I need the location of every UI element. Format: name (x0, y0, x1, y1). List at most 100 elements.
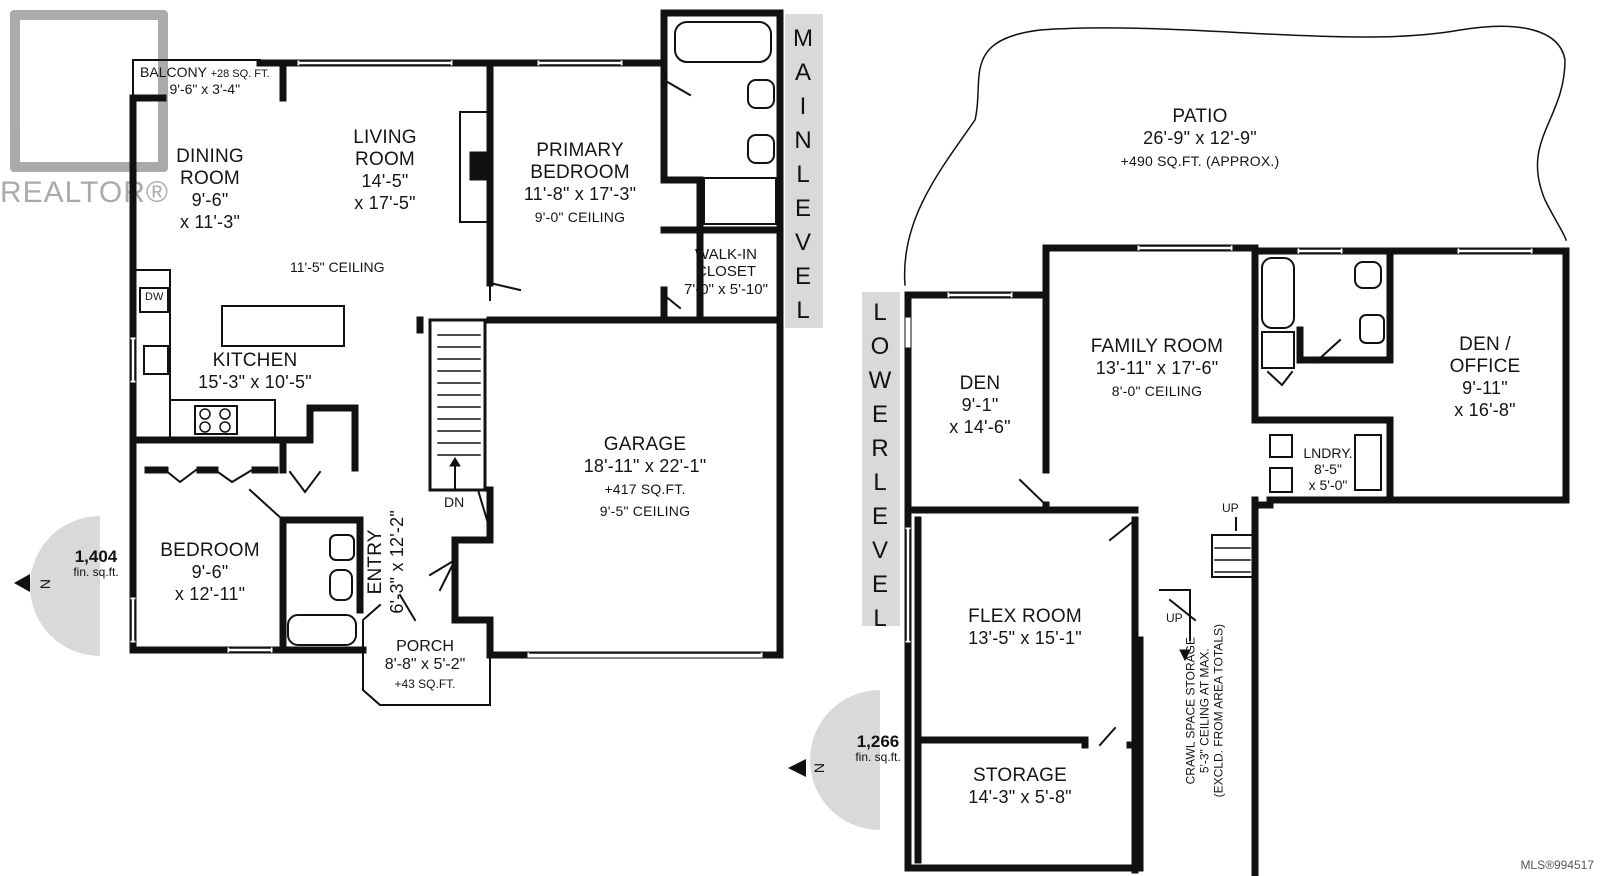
realtor-logo-word: REALTOR® (0, 176, 170, 209)
bedroom-top-wall (129, 404, 359, 474)
bedroom-bath-wall (279, 516, 364, 654)
dishwasher (139, 287, 169, 313)
office-name-1: DEN / (1459, 334, 1511, 355)
dryer (1269, 467, 1293, 493)
primary-ceiling: 9'-0" CEILING (534, 208, 626, 225)
level-letter: V (871, 537, 890, 564)
primary-bedroom-label: PRIMARY BEDROOM 11'-8" x 17'-3" 9'-0" CE… (520, 140, 640, 227)
toilet-main (329, 569, 353, 601)
level-letter: L (796, 161, 812, 188)
level-letter: N (794, 127, 814, 154)
level-letter: V (794, 229, 813, 256)
laundry-dims-1: 8'-5" (1314, 461, 1342, 478)
level-letter: E (871, 571, 890, 598)
entry-dims: 6'-3" x 12'-2" (387, 510, 407, 614)
level-letter: E (794, 195, 813, 222)
realtor-watermark-logo: REALTOR® (0, 10, 190, 210)
dining-dims-1: 9'-6" (191, 189, 229, 210)
lower-vanity (1359, 314, 1385, 344)
main-compass-n: N (37, 578, 54, 590)
entry-label: ENTRY 6'-3" x 12'-2" (365, 497, 409, 627)
bathtub-main (287, 614, 357, 646)
laundry-counter (1354, 434, 1382, 491)
den-office-label: DEN / OFFICE 9'-11" x 16'-8" (1440, 334, 1530, 421)
walkin-closet-label: WALK-IN CLOSET 7'-0" x 5'-10" (676, 246, 776, 298)
mls-number: MLS®994517 (1520, 858, 1594, 872)
porch-dims: 8'-8" x 5'-2" (384, 656, 466, 674)
office-name-2: OFFICE (1449, 355, 1521, 377)
garage-area: +417 SQ.FT. (604, 480, 686, 497)
lower-area-badge: 1,266 fin. sq.ft. (838, 733, 918, 763)
kitchen-sink (143, 345, 169, 375)
den-name: DEN (959, 373, 1001, 394)
flex-room-label: FLEX ROOM 13'-5" x 15'-1" (955, 606, 1095, 650)
kitchen-counter (132, 269, 276, 441)
porch-label: PORCH 8'-8" x 5'-2" +43 SQ.FT. (370, 638, 480, 693)
dishwasher-label: DW (145, 291, 164, 303)
kitchen-label: KITCHEN 15'-3" x 10'-5" (190, 350, 320, 394)
garage-label: GARAGE 18'-11" x 22'-1" +417 SQ.FT. 9'-5… (570, 434, 720, 521)
family-room-label: FAMILY ROOM 13'-11" x 17'-6" 8'-0" CEILI… (1082, 336, 1232, 402)
storage-label: STORAGE 14'-3" x 5'-8" (955, 765, 1085, 809)
stair-down-label: DN (444, 494, 465, 510)
flex-storage-wall (914, 516, 1144, 874)
bedroom-dims-2: x 12'-11" (174, 583, 246, 604)
primary-name-2: BEDROOM (530, 161, 630, 183)
flex-name: FLEX ROOM (968, 606, 1082, 627)
dining-room-label: DINING ROOM 9'-6" x 11'-3" (170, 146, 250, 233)
living-name-1: LIVING (353, 127, 417, 148)
ensuite-shower (703, 177, 777, 225)
balcony-name: BALCONY (140, 64, 207, 80)
bedroom-name: BEDROOM (160, 540, 260, 561)
crawl-space-label: CRAWL SPACE STORAGE 5'-3" CEILING AT MAX… (1183, 616, 1225, 806)
level-letter: I (799, 93, 809, 120)
compass-lower (810, 690, 880, 830)
level-letter: M (793, 25, 815, 52)
crawl-up-label: UP (1166, 611, 1183, 625)
dining-name-2: ROOM (180, 167, 240, 189)
porch-area: +43 SQ.FT. (394, 676, 456, 691)
living-dims-1: 14'-5" (361, 170, 409, 191)
entry-wall (416, 316, 494, 624)
garage-name: GARAGE (603, 434, 687, 455)
walkin-dims: 7'-0" x 5'-10" (684, 280, 768, 298)
primary-dims: 11'-8" x 17'-3" (523, 183, 637, 204)
balcony-label: BALCONY +28 SQ. FT. 9'-6" x 3'-4" (140, 64, 270, 97)
porch-outline (362, 621, 491, 706)
patio-name: PATIO (1172, 106, 1228, 127)
level-letter: L (873, 299, 889, 326)
bedroom-dims-1: 9'-6" (191, 561, 229, 582)
level-letter: L (796, 297, 812, 324)
level-letter: E (794, 263, 813, 290)
porch-name: PORCH (396, 638, 454, 655)
level-letter: R (871, 435, 891, 462)
north-arrow-main (14, 574, 30, 592)
washer (1269, 434, 1293, 458)
kitchen-dims: 15'-3" x 10'-5" (198, 371, 312, 392)
ensuite-sink-2 (747, 134, 775, 164)
living-ceiling: 11'-5" CEILING (290, 259, 385, 275)
stair-up-label: UP (1222, 501, 1239, 515)
lower-tub (1261, 257, 1295, 329)
den-dims-2: x 14'-6" (949, 416, 1011, 437)
vanity-main (329, 534, 355, 561)
den-dims-1: 9'-1" (961, 394, 999, 415)
lower-toilet (1354, 261, 1382, 289)
bedroom-label: BEDROOM 9'-6" x 12'-11" (160, 540, 260, 606)
flex-dims: 13'-5" x 15'-1" (968, 627, 1082, 648)
family-dims: 13'-11" x 17'-6" (1095, 357, 1219, 378)
lower-level-label: L O W E R L E V E L (862, 292, 900, 632)
office-dims-1: 9'-11" (1462, 377, 1508, 398)
dining-dims-2: x 11'-3" (179, 211, 241, 232)
main-area-badge: 1,404 fin. sq.ft. (56, 548, 136, 578)
family-ceiling: 8'-0" CEILING (1111, 382, 1203, 399)
walkin-name-2: CLOSET (695, 263, 756, 281)
lower-area-value: 1,266 (856, 732, 900, 751)
level-letter: O (870, 333, 892, 360)
storage-dims: 14'-3" x 5'-8" (968, 786, 1072, 807)
entry-name: ENTRY (365, 529, 387, 595)
main-exterior-wall (129, 9, 784, 659)
primary-name-1: PRIMARY (536, 140, 624, 161)
walkin-name-1: WALK-IN (695, 246, 757, 263)
